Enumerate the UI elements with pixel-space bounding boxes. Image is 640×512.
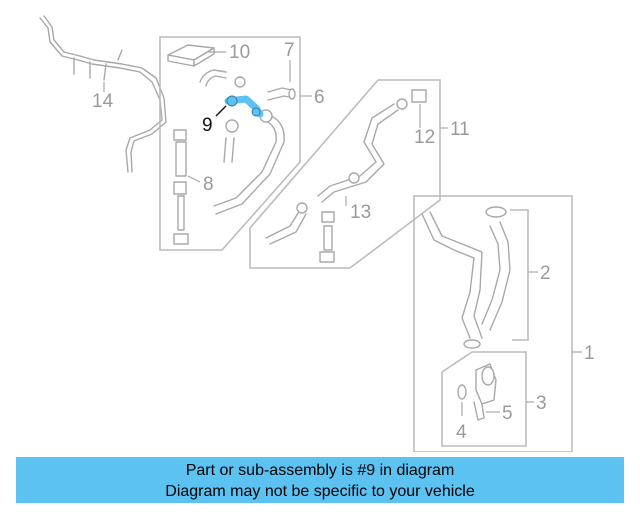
parts-diagram: 14 6 10 7 8 xyxy=(39,15,595,452)
group-box-11 xyxy=(249,79,441,269)
info-banner: Part or sub-assembly is #9 in diagram Di… xyxy=(16,457,624,503)
callout-5: 5 xyxy=(502,403,513,424)
callout-8: 8 xyxy=(203,174,214,195)
leader-8 xyxy=(187,175,201,183)
banner-line-1: Part or sub-assembly is #9 in diagram xyxy=(185,462,455,479)
callout-4: 4 xyxy=(456,422,467,443)
group-box-3 xyxy=(441,351,527,447)
banner-line-2: Diagram may not be specific to your vehi… xyxy=(165,483,475,500)
leader-9 xyxy=(215,105,227,117)
group-box-1 xyxy=(413,195,573,452)
callout-2: 2 xyxy=(540,263,551,284)
group-bracket-2 xyxy=(510,209,529,341)
part-8-valve xyxy=(173,129,189,245)
group-box-6 xyxy=(159,36,301,251)
part-9-connector xyxy=(224,95,264,118)
callout-11: 11 xyxy=(450,119,470,140)
part-12-fitting xyxy=(396,89,427,110)
callout-12: 12 xyxy=(414,127,435,148)
group-11-hoses xyxy=(265,103,399,263)
part-2-filler-neck xyxy=(421,206,511,349)
callout-6: 6 xyxy=(314,87,325,108)
callout-13: 13 xyxy=(350,202,371,223)
callout-1: 1 xyxy=(584,343,595,364)
callout-14: 14 xyxy=(92,91,114,112)
callout-9: 9 xyxy=(202,115,213,136)
part-7-elbow-hose xyxy=(267,87,296,101)
callout-3: 3 xyxy=(536,393,547,414)
part-14-pipe xyxy=(39,15,167,173)
part-3-gasket-set xyxy=(457,363,497,421)
group-6-hoses xyxy=(199,69,285,215)
callout-10: 10 xyxy=(229,42,250,63)
callout-7: 7 xyxy=(284,40,295,61)
part-10-filter xyxy=(167,44,215,67)
